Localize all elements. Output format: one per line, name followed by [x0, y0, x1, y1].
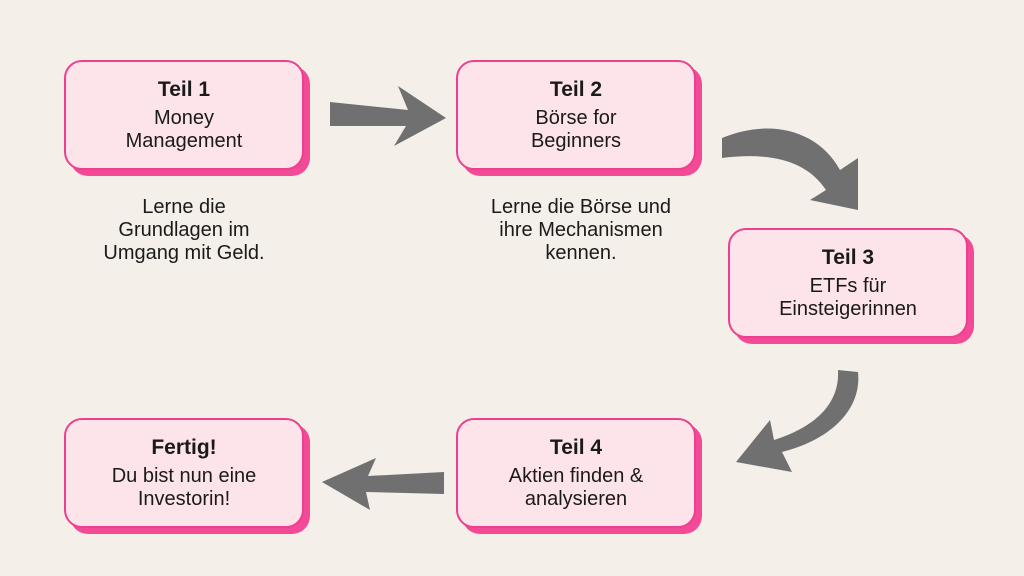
- step-card-teil-4: Teil 4 Aktien finden & analysieren: [456, 418, 696, 528]
- step-description-teil-2: Lerne die Börse und ihre Mechanismen ken…: [456, 196, 706, 265]
- arrow-curve-left-icon: [736, 370, 859, 472]
- step-subtitle-line: Börse for: [535, 107, 617, 129]
- description-line: Lerne die Börse und: [490, 196, 672, 218]
- step-card-teil-2: Teil 2 Börse for Beginners: [456, 60, 696, 170]
- step-title: Fertig!: [151, 436, 217, 459]
- description-line: ihre Mechanismen: [499, 219, 663, 241]
- step-subtitle-line: Investorin!: [137, 488, 231, 510]
- step-description-teil-1: Lerne die Grundlagen im Umgang mit Geld.: [64, 196, 304, 265]
- description-line: Grundlagen im: [118, 219, 250, 241]
- step-subtitle-line: ETFs für: [809, 275, 887, 297]
- arrow-curve-down-icon: [722, 128, 858, 210]
- description-line: Lerne die: [142, 196, 226, 218]
- step-title: Teil 3: [821, 246, 875, 269]
- step-subtitle-line: Management: [125, 130, 243, 152]
- step-title: Teil 2: [549, 78, 603, 101]
- step-subtitle-line: Money: [153, 107, 215, 129]
- arrow-left-icon: [322, 458, 444, 510]
- step-card-fertig: Fertig! Du bist nun eine Investorin!: [64, 418, 304, 528]
- step-title: Teil 1: [157, 78, 211, 101]
- step-card-teil-1: Teil 1 Money Management: [64, 60, 304, 170]
- step-subtitle-line: Einsteigerinnen: [779, 298, 917, 320]
- step-subtitle-line: Du bist nun eine: [111, 465, 257, 487]
- step-subtitle-line: Beginners: [530, 130, 622, 152]
- step-title: Teil 4: [549, 436, 603, 459]
- step-subtitle-line: analysieren: [524, 488, 628, 510]
- arrow-right-icon: [330, 86, 446, 146]
- step-card-teil-3: Teil 3 ETFs für Einsteigerinnen: [728, 228, 968, 338]
- description-line: kennen.: [545, 242, 617, 264]
- step-subtitle-line: Aktien finden &: [508, 465, 644, 487]
- description-line: Umgang mit Geld.: [103, 242, 265, 264]
